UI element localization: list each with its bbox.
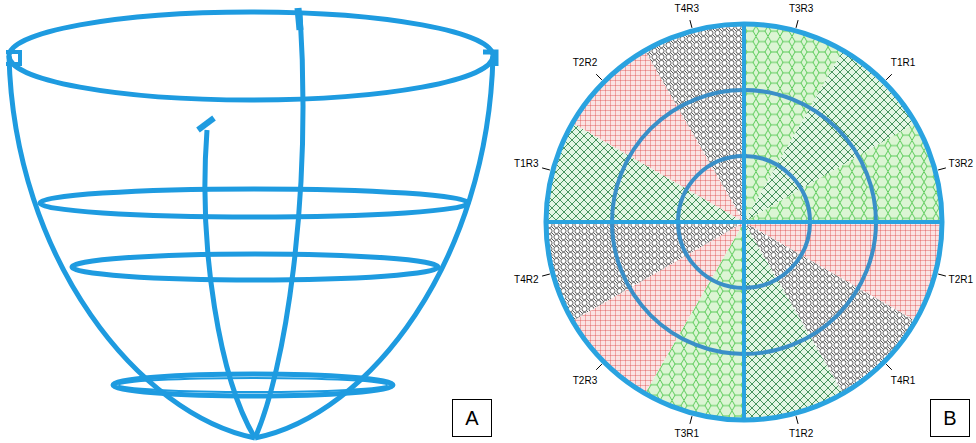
label-ticks: [542, 20, 946, 424]
panel-label-box: B: [930, 399, 970, 437]
plot-rings: [546, 24, 942, 420]
leader-tick: [886, 74, 892, 80]
leader-tick: [596, 364, 602, 370]
leader-tick: [796, 416, 798, 424]
treatment-sectors: [546, 24, 942, 420]
sector-label: T1R3: [514, 158, 538, 170]
sector-fill: [645, 24, 744, 222]
sector-label: T2R2: [573, 57, 597, 69]
sector-fill: [546, 222, 744, 321]
leader-tick: [542, 168, 550, 170]
sector-label: T2R3: [573, 375, 597, 387]
sector-label: T1R1: [891, 57, 915, 69]
panel-label-box: A: [452, 399, 492, 437]
panel-letter: A: [465, 407, 478, 430]
leader-tick: [542, 274, 550, 276]
sector-label: T3R1: [675, 428, 699, 440]
leader-tick: [690, 20, 692, 28]
leader-tick: [938, 168, 946, 170]
sector-label: T3R2: [949, 158, 973, 170]
sector-label: T4R2: [514, 274, 538, 286]
sector-label: T4R1: [891, 375, 915, 387]
leader-tick: [690, 416, 692, 424]
sector-label: T3R3: [789, 3, 813, 15]
leader-tick: [796, 20, 798, 28]
sector-fill: [744, 123, 942, 222]
sector-fill: [744, 222, 843, 420]
cage-wireframe: [6, 8, 496, 438]
leader-tick: [938, 274, 946, 276]
sector-label: T2R1: [949, 274, 973, 286]
sector-label: T1R2: [789, 428, 813, 440]
leader-tick: [596, 74, 602, 80]
panel-letter: B: [943, 407, 956, 430]
sector-label: T4R3: [675, 3, 699, 15]
leader-tick: [886, 364, 892, 370]
